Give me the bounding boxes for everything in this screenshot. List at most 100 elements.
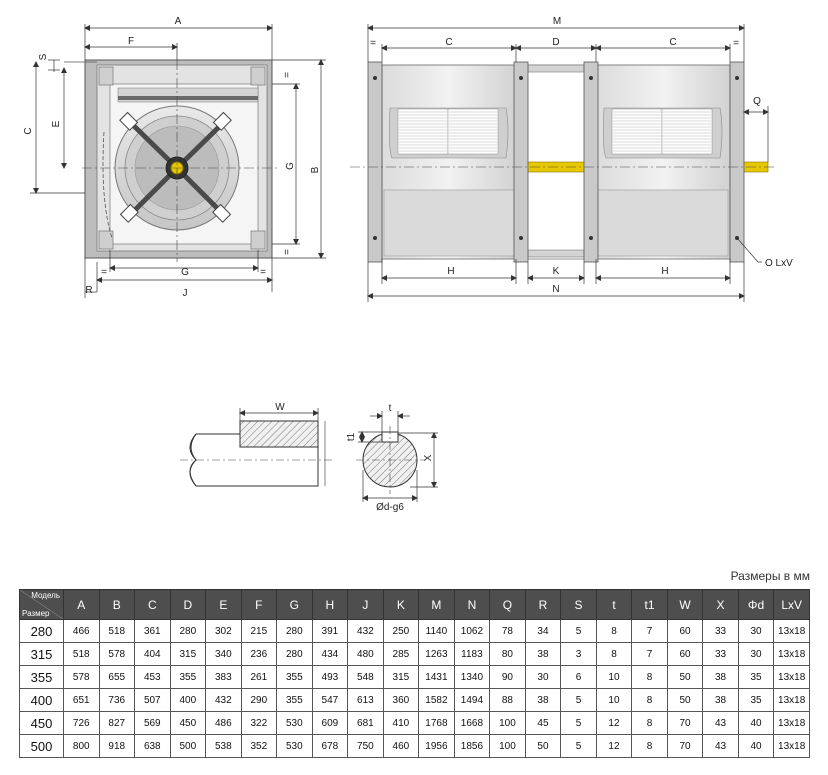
value-cell: 750 — [347, 734, 384, 758]
value-cell: 8 — [631, 734, 668, 758]
label-H-right: H — [661, 266, 668, 277]
value-cell: 50 — [666, 665, 704, 689]
corner-bracket-tl — [98, 66, 114, 86]
column-header: K — [382, 589, 420, 620]
column-header: LxV — [773, 589, 810, 620]
value-cell: 538 — [205, 734, 242, 758]
value-cell: 8 — [595, 642, 633, 666]
column-header: t — [595, 589, 633, 620]
label-C-right: C — [669, 37, 676, 48]
label-X: X — [423, 454, 434, 461]
label-eq-bottom: = — [282, 249, 293, 255]
value-cell: 13x18 — [773, 711, 810, 735]
value-cell: 8 — [631, 711, 668, 735]
value-cell: 678 — [311, 734, 349, 758]
front-view — [64, 59, 280, 262]
corner-bracket-tr — [250, 66, 266, 86]
value-cell: 530 — [276, 734, 313, 758]
value-cell: 100 — [489, 711, 526, 735]
label-G-bottom: G — [181, 267, 189, 278]
value-cell: 800 — [63, 734, 100, 758]
front-dimension-labels: A F S C E G B = = = = G J R — [23, 16, 321, 299]
value-cell: 651 — [63, 688, 100, 712]
value-cell: 1062 — [453, 619, 491, 643]
value-cell: 1768 — [418, 711, 455, 735]
value-cell: 355 — [276, 665, 313, 689]
corner-bracket-br — [250, 230, 266, 250]
value-cell: 13x18 — [773, 688, 810, 712]
value-cell: 569 — [134, 711, 171, 735]
value-cell: 466 — [63, 619, 100, 643]
value-cell: 30 — [524, 665, 562, 689]
value-cell: 236 — [240, 642, 278, 666]
value-cell: 361 — [134, 619, 171, 643]
value-cell: 1668 — [453, 711, 491, 735]
value-cell: 460 — [382, 734, 420, 758]
value-cell: 13x18 — [773, 734, 810, 758]
model-cell: 355 — [19, 665, 64, 689]
value-cell: 500 — [169, 734, 207, 758]
value-cell: 391 — [311, 619, 349, 643]
value-cell: 613 — [347, 688, 384, 712]
housing-right-lower — [597, 189, 729, 257]
label-K: K — [553, 266, 560, 277]
label-R: R — [85, 285, 92, 296]
value-cell: 10 — [595, 688, 633, 712]
value-cell: 681 — [347, 711, 384, 735]
value-cell: 302 — [205, 619, 242, 643]
value-cell: 33 — [702, 619, 739, 643]
value-cell: 1140 — [418, 619, 455, 643]
value-cell: 5 — [560, 619, 597, 643]
top-bar-dark — [118, 96, 258, 100]
column-header: X — [702, 589, 739, 620]
column-header: S — [560, 589, 597, 620]
column-header: t1 — [631, 589, 668, 620]
value-cell: 1494 — [453, 688, 491, 712]
label-W: W — [275, 402, 285, 413]
value-cell: 352 — [240, 734, 278, 758]
corner-model-label: Модель — [31, 591, 60, 600]
value-cell: 38 — [702, 688, 739, 712]
side-dimension-labels: M = C D C = Q H K H N O LxV — [370, 16, 793, 295]
corner-bracket-bl — [98, 230, 114, 250]
value-cell: 453 — [134, 665, 171, 689]
center-frame-bottom — [527, 249, 585, 258]
label-t: t — [389, 403, 392, 414]
value-cell: 1431 — [418, 665, 455, 689]
label-M: M — [553, 16, 561, 27]
value-cell: 918 — [98, 734, 136, 758]
value-cell: 450 — [169, 711, 207, 735]
label-E: E — [51, 120, 62, 127]
value-cell: 8 — [631, 665, 668, 689]
value-cell: 38 — [524, 688, 562, 712]
label-A: A — [175, 16, 182, 27]
value-cell: 38 — [702, 665, 739, 689]
column-header: Φd — [737, 589, 775, 620]
value-cell: 7 — [631, 619, 668, 643]
shaft-dimension-labels: W t t1 X Ød-g6 — [275, 402, 434, 513]
value-cell: 410 — [382, 711, 420, 735]
label-d: Ød-g6 — [376, 502, 404, 513]
label-eq-left: = — [101, 267, 107, 278]
value-cell: 43 — [702, 711, 739, 735]
corner-diagonal — [20, 590, 63, 619]
side-view — [350, 61, 775, 263]
column-header: Q — [489, 589, 526, 620]
column-header: D — [169, 589, 207, 620]
column-header: F — [240, 589, 278, 620]
value-cell: 290 — [240, 688, 278, 712]
value-cell: 45 — [524, 711, 562, 735]
corner-size-label: Размер — [22, 609, 50, 618]
value-cell: 50 — [666, 688, 704, 712]
value-cell: 78 — [489, 619, 526, 643]
value-cell: 13x18 — [773, 665, 810, 689]
model-cell: 500 — [19, 734, 64, 758]
shaft-detail — [180, 420, 424, 494]
value-cell: 8 — [631, 688, 668, 712]
value-cell: 3 — [560, 642, 597, 666]
value-cell: 655 — [98, 665, 136, 689]
value-cell: 90 — [489, 665, 526, 689]
